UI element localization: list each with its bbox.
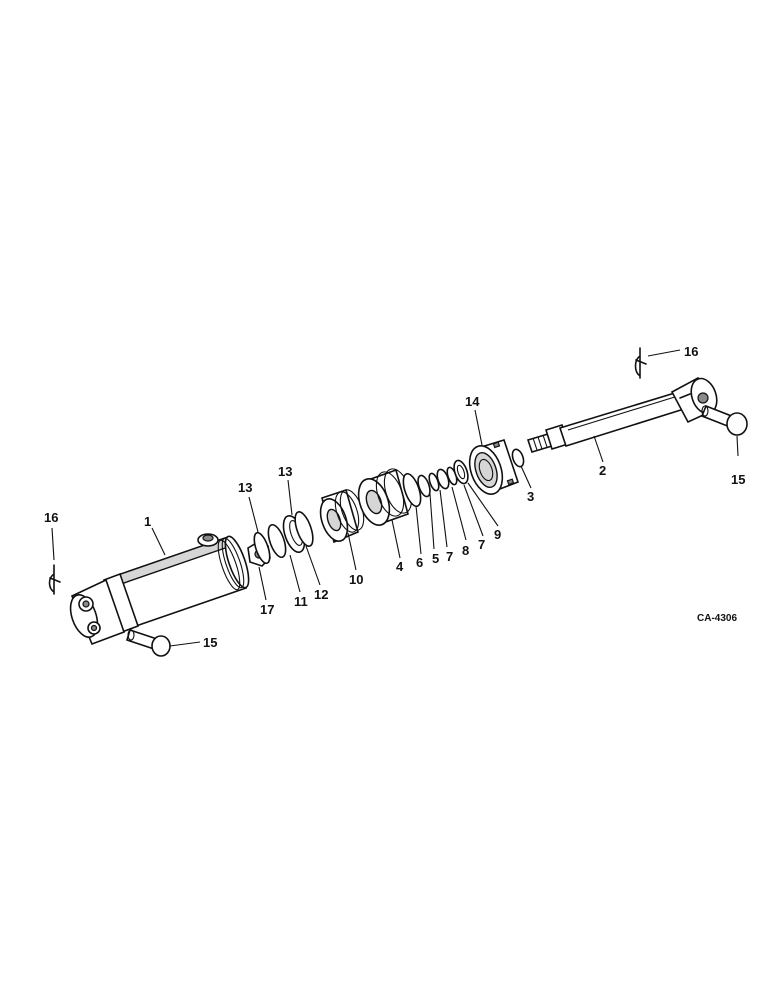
callout-14: 14 [465,394,480,409]
leader-lines [51,349,739,647]
piston-rod [526,376,718,453]
cotter-pin-right [634,347,647,379]
callout-16-right: 16 [684,344,698,359]
cylinder-head [468,439,520,495]
callout-13-right: 13 [278,464,292,479]
callout-2: 2 [599,463,606,478]
cotter-pin-left [48,564,61,595]
callout-13-left: 13 [238,480,252,495]
callout-6: 6 [416,555,423,570]
callout-1: 1 [144,514,151,529]
callout-5: 5 [432,551,439,566]
callout-8: 8 [462,543,469,558]
cylinder-barrel [69,533,250,646]
callout-3: 3 [527,489,534,504]
seal-rings-group-1 [253,511,314,565]
callout-15-right: 15 [731,472,745,487]
callout-10: 10 [349,572,363,587]
callout-4: 4 [396,559,404,574]
callout-11: 11 [294,594,308,609]
callout-16-left: 16 [44,510,58,525]
callout-9: 9 [494,527,501,542]
gland [319,488,365,544]
clevis-pin-right [700,404,748,436]
drawing-code: CA-4306 [697,613,737,624]
seal-rings-group-2 [402,459,469,508]
callout-15-left: 15 [203,635,217,650]
clevis-pin-left [126,628,171,657]
piston [357,468,413,526]
callout-7-first: 7 [446,549,453,564]
callout-12: 12 [314,587,328,602]
callout-7-second: 7 [478,537,485,552]
callout-17: 17 [260,602,274,617]
callout-labels: 1 2 3 4 5 6 7 7 8 9 10 11 12 13 13 14 15… [44,344,745,650]
